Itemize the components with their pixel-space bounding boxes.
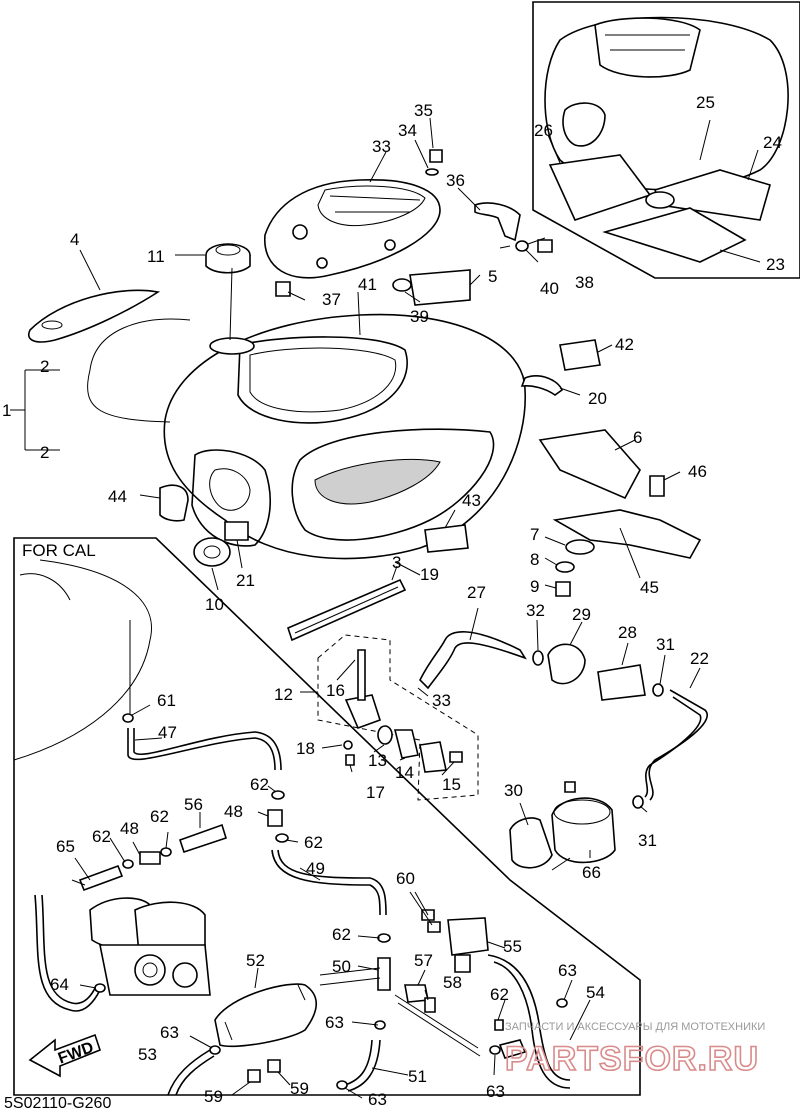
callout-9: 9 [530,577,539,596]
callout-63c: 63 [160,1023,179,1042]
callout-11: 11 [147,247,165,266]
callout-3: 3 [392,553,401,572]
callout-51: 51 [408,1067,427,1086]
callout-43: 43 [462,491,481,510]
callout-63b: 63 [325,1013,344,1032]
callout-62c: 62 [150,807,169,826]
callout-16: 16 [326,681,345,700]
callout-39: 39 [410,307,429,326]
callout-24: 24 [763,133,782,152]
callout-26: 26 [534,121,553,140]
tank-cover [264,178,441,279]
callout-63d: 63 [368,1090,387,1109]
callout-62f: 62 [490,985,509,1004]
callout-30: 30 [504,781,523,800]
fuel-cap [205,243,251,274]
watermark-tagline: ЗАПЧАСТИ И АКСЕССУАРЫ ДЛЯ МОТОТЕХНИКИ [505,1021,765,1033]
cal-inset-frame: FOR CAL [13,537,641,1096]
callout-63a: 63 [558,961,577,980]
callout-66: 66 [582,863,601,882]
callout-62e: 62 [332,925,351,944]
callout-46: 46 [688,462,707,481]
callout-labels: 1 2 2 3 4 5 6 7 8 9 10 11 12 13 14 15 16… [2,93,785,1109]
callout-65: 65 [56,837,75,856]
callout-29: 29 [572,605,591,624]
callout-36: 36 [446,171,465,190]
callout-50: 50 [332,957,351,976]
fwd-label: FWD [56,1039,96,1067]
callout-62b: 62 [304,833,323,852]
callout-2a: 2 [40,357,49,376]
callout-60: 60 [396,869,415,888]
callout-58: 58 [443,973,462,992]
callout-61: 61 [157,691,176,710]
callout-40: 40 [540,279,559,298]
callout-54: 54 [586,983,605,1002]
callout-20: 20 [588,389,607,408]
fwd-arrow: FWD [28,1033,101,1078]
diagram-code: 5S02110-G260 [4,1095,111,1112]
callout-64: 64 [50,975,69,994]
callout-57: 57 [414,951,433,970]
callout-49: 49 [306,859,325,878]
tank-bottom-inset [532,1,800,279]
callout-56: 56 [184,795,203,814]
callout-41: 41 [358,275,377,294]
callout-63e: 63 [486,1082,505,1101]
callout-13: 13 [368,751,387,770]
callout-15: 15 [442,775,461,794]
watermark-logo: PARTSFOR.RU [505,1040,759,1078]
callout-28: 28 [618,623,637,642]
callout-10: 10 [205,595,224,614]
callout-59b: 59 [290,1079,309,1098]
callout-21: 21 [236,571,255,590]
callout-17: 17 [366,783,385,802]
callout-38: 38 [575,273,594,292]
callout-48b: 48 [120,819,139,838]
callout-44: 44 [108,487,127,506]
callout-2b: 2 [40,443,49,462]
fuel-cock-group [317,634,479,801]
callout-6: 6 [633,428,642,447]
callout-12: 12 [274,685,293,704]
fuel-tank [163,313,526,560]
callout-48a: 48 [224,802,243,821]
callout-45: 45 [640,578,659,597]
carburetors [89,897,211,996]
callout-25: 25 [696,93,715,112]
callout-42: 42 [615,335,634,354]
side-emblem [28,289,161,343]
callout-14: 14 [395,763,414,782]
callout-19: 19 [420,565,439,584]
callout-33a: 33 [372,137,391,156]
callout-55: 55 [503,937,522,956]
callout-1: 1 [2,401,11,420]
callout-62d: 62 [92,827,111,846]
callout-52: 52 [246,951,265,970]
callout-53: 53 [138,1045,157,1064]
leader-lines [71,117,761,1099]
callout-62a: 62 [250,775,269,794]
callout-31a: 31 [656,635,675,654]
callout-31b: 31 [638,831,657,850]
callout-59a: 59 [204,1087,223,1106]
callout-8: 8 [530,550,539,569]
callout-22: 22 [690,649,709,668]
callout-7: 7 [530,525,539,544]
for-cal-label: FOR CAL [22,541,96,560]
callout-27: 27 [467,583,486,602]
callout-32: 32 [526,601,545,620]
callout-33b: 33 [432,691,451,710]
callout-23: 23 [766,255,785,274]
callout-34: 34 [398,121,417,140]
callout-5: 5 [488,267,497,286]
callout-4: 4 [70,230,79,249]
callout-18: 18 [296,739,315,758]
callout-47: 47 [158,723,177,742]
callout-37: 37 [322,290,341,309]
callout-35: 35 [414,101,433,120]
